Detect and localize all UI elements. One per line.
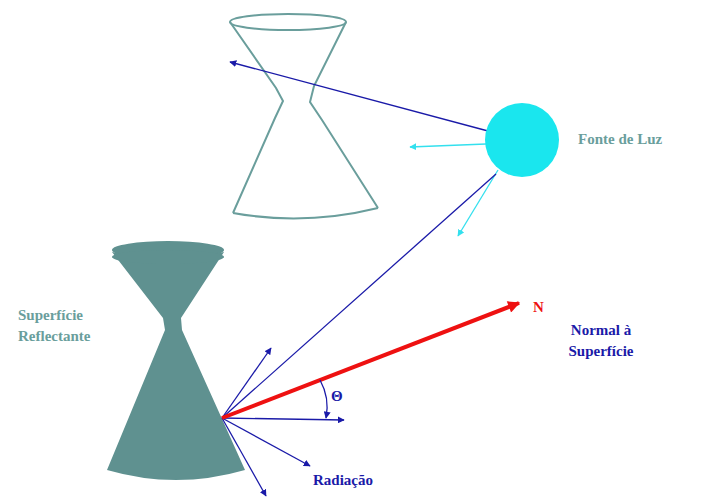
light-source <box>485 103 559 177</box>
light-ray <box>230 62 488 131</box>
vector-label: N <box>533 297 553 318</box>
angle-arc <box>320 380 327 418</box>
light-ray <box>410 144 486 147</box>
filled-hourglass <box>107 241 245 480</box>
radiation-label: Radiação <box>313 470 403 491</box>
normal-label: Normal à Superfície <box>546 320 656 362</box>
angle-label: Θ <box>331 386 351 407</box>
outline-hourglass <box>230 14 378 218</box>
normal-vector <box>222 303 519 418</box>
incident-ray <box>222 174 496 418</box>
source-label: Fonte de Luz <box>578 129 708 150</box>
surface-label: Superfície Reflectante <box>18 305 118 347</box>
